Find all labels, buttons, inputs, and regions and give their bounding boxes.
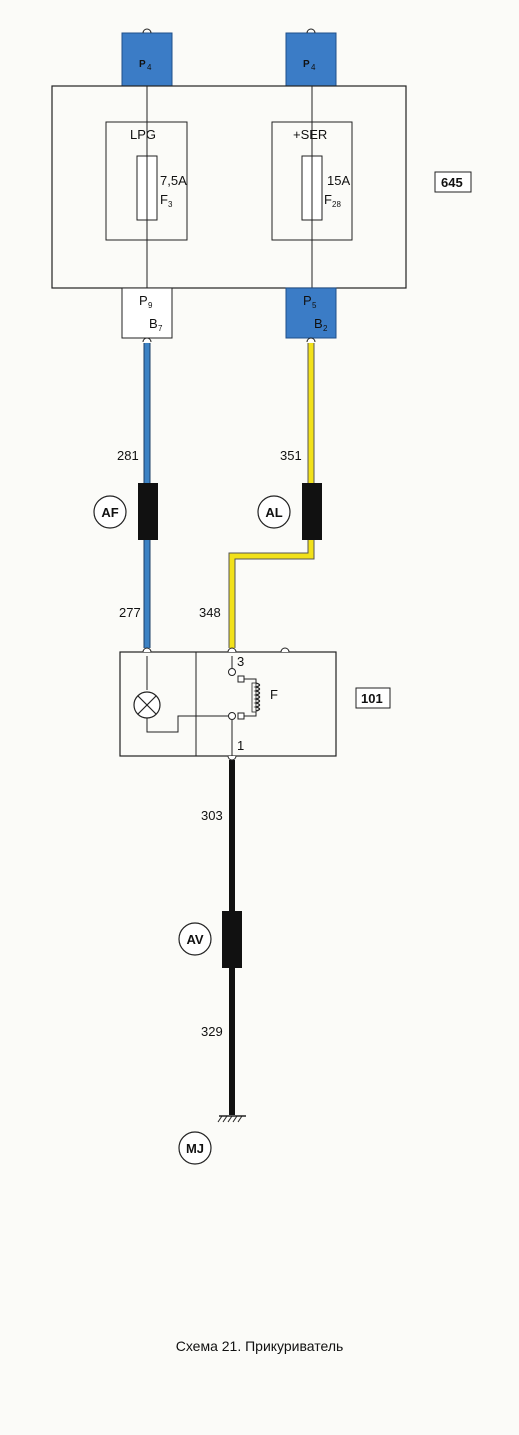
fuse-lpg: LPG 7,5A F 3	[105, 86, 188, 288]
top-pin-right-sub: 4	[311, 63, 316, 72]
svg-text:2: 2	[323, 324, 328, 333]
inline-connector-av	[222, 911, 242, 968]
wire-number-351: 351	[280, 448, 302, 463]
bottom-connector-left: P 9 B 7	[121, 287, 173, 339]
inline-connector-al	[302, 483, 322, 540]
fuse-lpg-letter: F	[160, 192, 168, 207]
top-pin-left-sub: 4	[147, 63, 152, 72]
inline-connector-af	[138, 483, 158, 540]
svg-text:101: 101	[361, 691, 383, 706]
top-connector-right: P 4	[285, 28, 337, 87]
fuse-ser-name: +SER	[293, 127, 327, 142]
svg-text:P: P	[139, 293, 148, 308]
fuse-box-id: 645	[434, 171, 472, 193]
fuse-ser: +SER 15A F 28	[271, 86, 353, 288]
wire-number-277: 277	[119, 605, 141, 620]
wire-number-329: 329	[201, 1024, 223, 1039]
svg-text:7: 7	[158, 324, 163, 333]
wire-number-303: 303	[201, 808, 223, 823]
ground-icon	[217, 1115, 246, 1123]
svg-text:AL: AL	[265, 505, 282, 520]
svg-text:P: P	[303, 293, 312, 308]
connector-label-mj: MJ	[178, 1131, 212, 1165]
figure-caption: Схема 21. Прикуриватель	[175, 1338, 344, 1354]
bottom-connector-right: P 5 B 2	[285, 287, 337, 339]
svg-text:AF: AF	[101, 505, 118, 520]
fuse-ser-rating: 15A	[327, 173, 350, 188]
fuse-ser-sub: 28	[332, 200, 341, 209]
lighter-pin1: 1	[237, 738, 244, 753]
lighter-id: 101	[355, 687, 391, 709]
wire-number-348: 348	[199, 605, 221, 620]
svg-text:5: 5	[312, 301, 317, 310]
connector-label-af: AF	[93, 495, 127, 529]
fuse-lpg-rating: 7,5A	[160, 173, 187, 188]
svg-text:MJ: MJ	[186, 1141, 204, 1156]
wire-yellow	[228, 343, 315, 648]
svg-text:9: 9	[148, 301, 153, 310]
cigarette-lighter: 3 1 F	[119, 647, 337, 761]
lighter-pin3: 3	[237, 654, 244, 669]
top-connector-left: P 4	[121, 28, 173, 87]
fuse-box	[51, 85, 407, 289]
connector-label-av: AV	[178, 922, 212, 956]
top-pin-left-letter: P	[139, 59, 146, 70]
heating-coil-icon	[253, 682, 261, 712]
svg-text:645: 645	[441, 175, 463, 190]
svg-text:B: B	[149, 316, 158, 331]
svg-text:AV: AV	[186, 932, 203, 947]
connector-label-al: AL	[257, 495, 291, 529]
fuse-ser-letter: F	[324, 192, 332, 207]
wire-number-281: 281	[117, 448, 139, 463]
lighter-element: F	[270, 687, 278, 702]
svg-text:B: B	[314, 316, 323, 331]
fuse-lpg-name: LPG	[130, 127, 156, 142]
top-pin-right-letter: P	[303, 59, 310, 70]
fuse-lpg-sub: 3	[168, 200, 173, 209]
